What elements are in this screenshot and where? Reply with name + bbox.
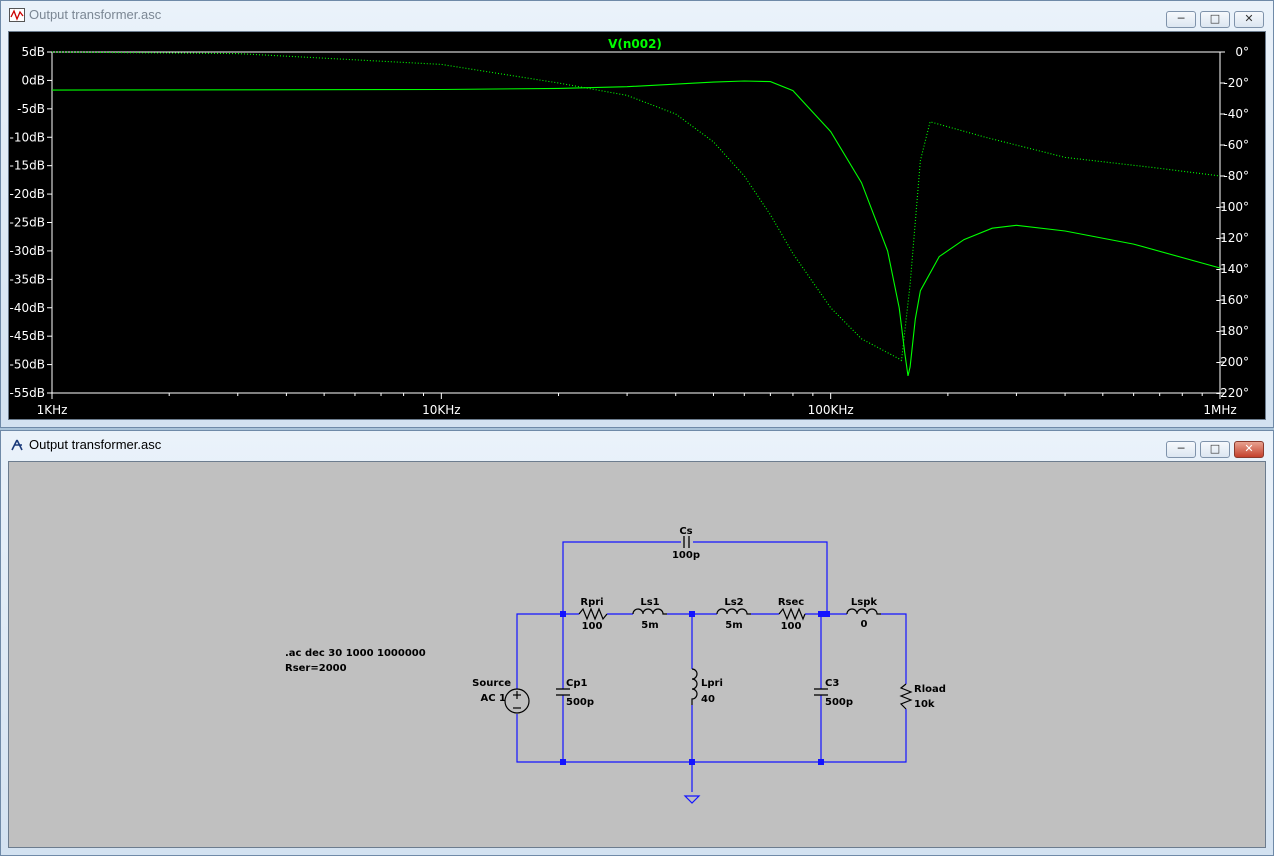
waveform-window-title: Output transformer.asc <box>29 7 162 22</box>
y-right-tick-label: -200° <box>1216 355 1249 369</box>
schematic-canvas[interactable]: Cs 100p Rpri 100 Ls1 5m Ls2 5m Rsec 100 … <box>8 461 1266 848</box>
lspk-value-label[interactable]: 0 <box>861 619 868 630</box>
lpri-inductor-symbol[interactable] <box>691 668 698 705</box>
y-left-tick-label: -30dB <box>10 244 45 258</box>
magnitude-trace <box>51 80 1221 377</box>
spice-directive-rser[interactable]: Rser=2000 <box>285 663 347 674</box>
wires <box>516 541 907 792</box>
cs-capacitor-symbol[interactable] <box>681 536 693 548</box>
ls2-value-label[interactable]: 5m <box>725 620 742 631</box>
phase-trace <box>51 51 1221 362</box>
cp1-value-label[interactable]: 500p <box>566 697 594 708</box>
x-tick-label: 1KHz <box>37 403 68 417</box>
bode-plot[interactable]: V(n002) 5dB 0dB -5dB -10dB -15dB -20dB -25dB -3… <box>9 32 1267 421</box>
x-tick-label: 1MHz <box>1203 403 1236 417</box>
y-right-tick-label: -160° <box>1216 293 1249 307</box>
rpri-value-label[interactable]: 100 <box>582 621 603 632</box>
y-left-tick-label: 5dB <box>22 45 45 59</box>
maximize-button[interactable]: □ <box>1200 441 1230 458</box>
ls2-inductor-symbol[interactable] <box>716 608 751 615</box>
ls1-value-label[interactable]: 5m <box>641 620 658 631</box>
y-left-tick-label: -15dB <box>10 159 45 173</box>
spice-directive-ac[interactable]: .ac dec 30 1000 1000000 <box>285 648 426 659</box>
cp1-capacitor-symbol[interactable] <box>556 688 570 696</box>
y-left-tick-label: -55dB <box>10 386 45 400</box>
waveform-window: Output transformer.asc ─ □ ✕ V(n002) 5dB… <box>0 0 1274 428</box>
y-left-tick-label: 0dB <box>22 73 45 87</box>
y-left-tick-label: -10dB <box>10 130 45 144</box>
cs-name-label[interactable]: Cs <box>679 526 692 537</box>
lpri-name-label[interactable]: Lpri <box>701 678 723 689</box>
minimize-button[interactable]: ─ <box>1166 11 1196 28</box>
y-right-tick-label: -20° <box>1223 76 1249 90</box>
c3-capacitor-symbol[interactable] <box>814 688 828 696</box>
rload-resistor-symbol[interactable] <box>899 683 913 710</box>
schematic-window: Output transformer.asc ─ □ ✕ <box>0 430 1274 856</box>
junction-dots <box>560 611 830 765</box>
rsec-value-label[interactable]: 100 <box>781 621 802 632</box>
y-right-tick-label: -100° <box>1216 200 1249 214</box>
c3-name-label[interactable]: C3 <box>825 678 839 689</box>
plot-border <box>51 51 1221 394</box>
ls1-inductor-symbol[interactable] <box>632 608 667 615</box>
x-tick-label: 10KHz <box>422 403 460 417</box>
rload-name-label[interactable]: Rload <box>914 684 946 695</box>
ground-icon <box>683 795 701 804</box>
rload-value-label[interactable]: 10k <box>914 699 935 710</box>
y-right-tick-label: -140° <box>1216 262 1249 276</box>
voltage-source-symbol[interactable] <box>504 688 530 714</box>
y-left-tick-label: -40dB <box>10 301 45 315</box>
y-left-tick-label: -50dB <box>10 358 45 372</box>
y-left-tick-label: -5dB <box>17 102 45 116</box>
c3-value-label[interactable]: 500p <box>825 697 853 708</box>
y-right-tick-label: 0° <box>1235 45 1249 59</box>
lpri-value-label[interactable]: 40 <box>701 694 715 705</box>
x-tick-label: 100KHz <box>808 403 854 417</box>
y-right-tick-label: -180° <box>1216 324 1249 338</box>
waveform-titlebar[interactable]: Output transformer.asc ─ □ ✕ <box>1 1 1273 31</box>
plot-pane[interactable]: V(n002) 5dB 0dB -5dB -10dB -15dB -20dB -25dB -3… <box>8 31 1266 420</box>
y-left-tick-label: -20dB <box>10 187 45 201</box>
rpri-name-label[interactable]: Rpri <box>580 597 603 608</box>
waveform-viewer-icon <box>9 8 25 22</box>
y-right-tick-label: -80° <box>1223 169 1249 183</box>
cp1-name-label[interactable]: Cp1 <box>566 678 587 689</box>
cs-value-label[interactable]: 100p <box>672 550 700 561</box>
minimize-button[interactable]: ─ <box>1166 441 1196 458</box>
close-button[interactable]: ✕ <box>1234 441 1264 458</box>
y-right-tick-label: -40° <box>1223 107 1249 121</box>
rsec-name-label[interactable]: Rsec <box>778 597 804 608</box>
ls2-name-label[interactable]: Ls2 <box>724 597 743 608</box>
y-left-tick-label: -45dB <box>10 329 45 343</box>
lspk-name-label[interactable]: Lspk <box>851 597 877 608</box>
y-left-tick-label: -25dB <box>10 216 45 230</box>
y-left-tick-label: -35dB <box>10 272 45 286</box>
plot-title[interactable]: V(n002) <box>608 37 662 51</box>
close-button[interactable]: ✕ <box>1234 11 1264 28</box>
source-name-label[interactable]: Source <box>472 678 511 689</box>
schematic-editor-icon <box>11 439 23 451</box>
ls1-name-label[interactable]: Ls1 <box>640 597 659 608</box>
rsec-resistor-symbol[interactable] <box>778 607 806 621</box>
rpri-resistor-symbol[interactable] <box>578 607 608 621</box>
y-right-tick-label: -220° <box>1216 386 1249 400</box>
lspk-inductor-symbol[interactable] <box>846 608 881 615</box>
schematic-drawing[interactable]: Cs 100p Rpri 100 Ls1 5m Ls2 5m Rsec 100 … <box>9 462 1267 849</box>
source-value-label[interactable]: AC 1 <box>480 693 506 704</box>
y-right-tick-label: -120° <box>1216 231 1249 245</box>
schematic-titlebar[interactable]: Output transformer.asc ─ □ ✕ <box>1 431 1273 461</box>
schematic-window-title: Output transformer.asc <box>29 437 162 452</box>
y-right-tick-label: -60° <box>1223 138 1249 152</box>
maximize-button[interactable]: □ <box>1200 11 1230 28</box>
